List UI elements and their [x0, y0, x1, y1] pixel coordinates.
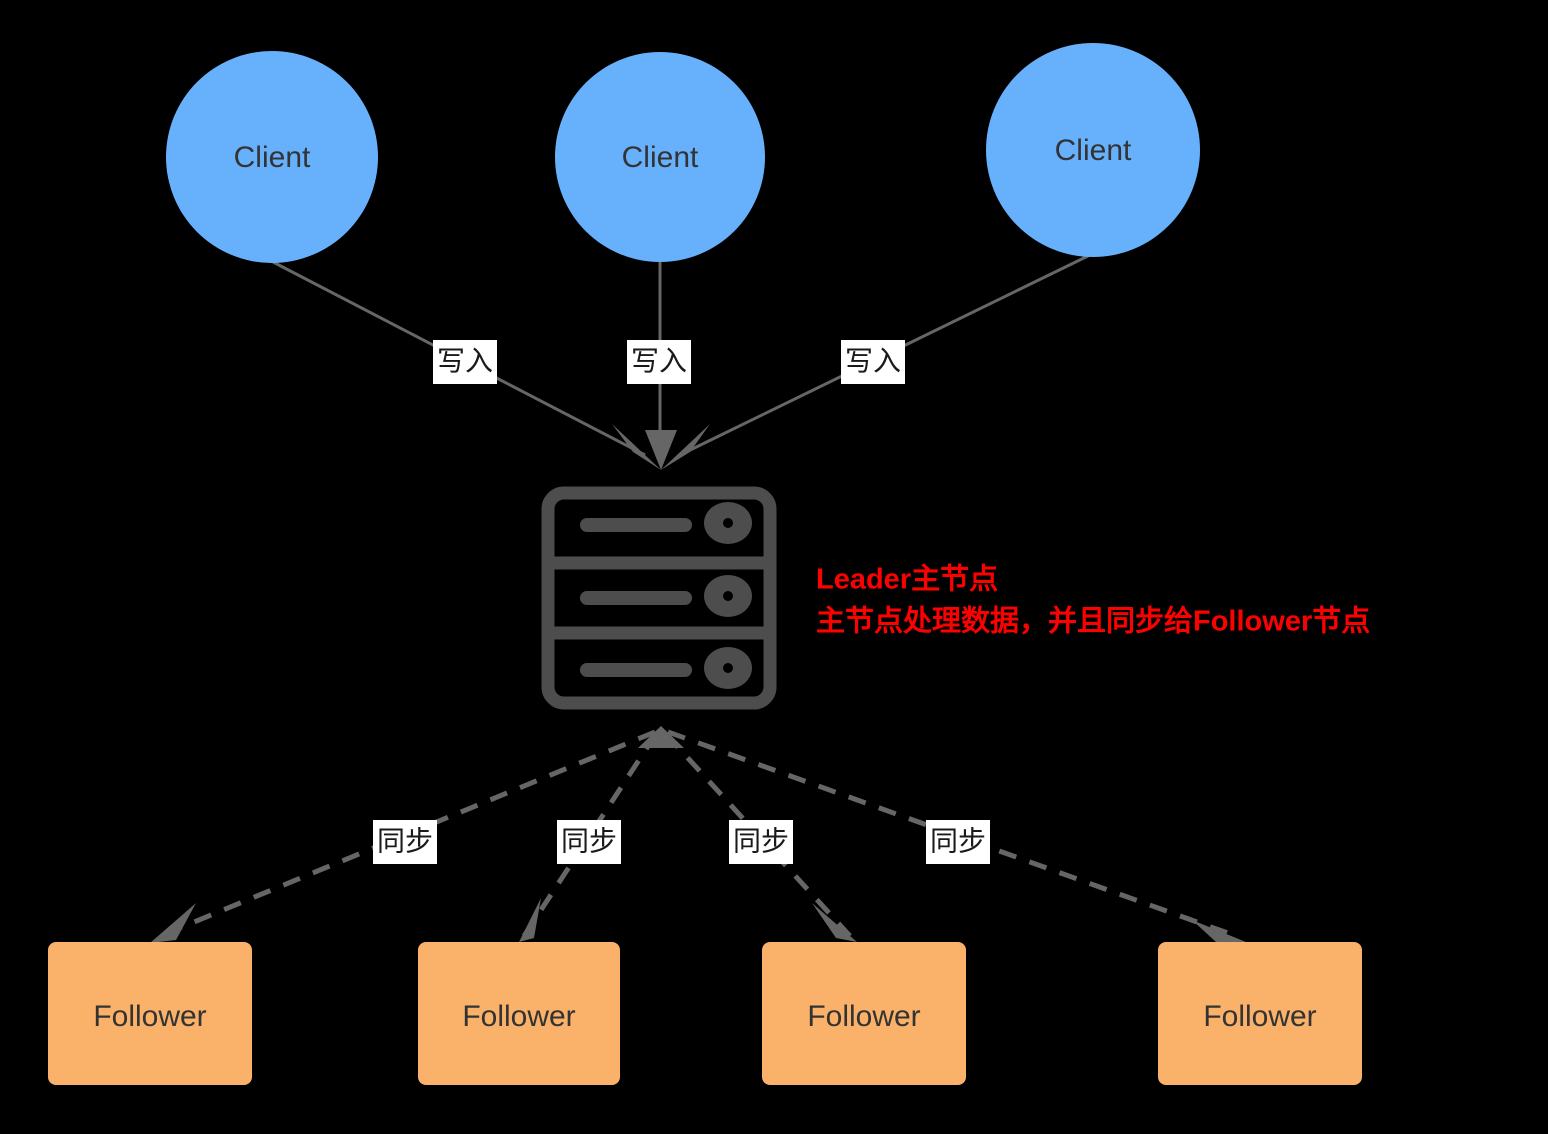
client-circle-0[interactable]: [166, 51, 378, 263]
sync-edge-label-1: 同步: [557, 820, 621, 864]
client-label-1: Client: [622, 141, 699, 174]
client-label-0: Client: [234, 141, 311, 174]
write-edge-labels-group: 写入 写入 写入: [433, 340, 905, 384]
follower-label-1: Follower: [462, 1000, 575, 1033]
annotation-line-1: Leader主节点: [816, 563, 998, 596]
sync-edge-line-1: [521, 732, 659, 938]
client-node-2[interactable]: Client: [986, 43, 1200, 257]
follower-box-3[interactable]: [1158, 942, 1362, 1085]
write-label-bg-2: [841, 340, 905, 384]
write-label-bg-1: [627, 340, 691, 384]
write-label-text-2: 写入: [845, 345, 901, 376]
sync-label-text-2: 同步: [733, 825, 789, 856]
follower-label-0: Follower: [93, 1000, 206, 1033]
follower-label-2: Follower: [807, 1000, 920, 1033]
client-circle-1[interactable]: [555, 52, 765, 262]
sync-label-text-3: 同步: [930, 825, 986, 856]
follower-box-2[interactable]: [762, 942, 966, 1085]
write-edge-label-2: 写入: [841, 340, 905, 384]
write-arrowhead-right: [661, 424, 710, 470]
server-led-hole-row-2: [723, 591, 733, 601]
followers-group: Follower Follower Follower Follower: [48, 942, 1362, 1085]
sync-label-text-0: 同步: [377, 825, 433, 856]
sync-origin-arrowhead: [638, 726, 684, 748]
follower-box-0[interactable]: [48, 942, 252, 1085]
client-node-1[interactable]: Client: [555, 52, 765, 262]
sync-label-bg-0: [373, 820, 437, 864]
client-node-0[interactable]: Client: [166, 51, 378, 263]
server-outer-frame: [541, 486, 777, 710]
sync-arrowhead-3: [1192, 920, 1246, 942]
sync-edge-label-3: 同步: [926, 820, 990, 864]
sync-edge-labels-group: 同步 同步 同步 同步: [373, 820, 990, 864]
write-arrowhead-center: [645, 430, 677, 470]
follower-node-2[interactable]: Follower: [762, 942, 966, 1085]
sync-label-bg-1: [557, 820, 621, 864]
follower-label-3: Follower: [1203, 1000, 1316, 1033]
leader-annotation: Leader主节点 主节点处理数据，并且同步给Follower节点: [816, 563, 1370, 638]
follower-node-1[interactable]: Follower: [418, 942, 620, 1085]
sync-label-text-1: 同步: [561, 825, 617, 856]
client-circle-2[interactable]: [986, 43, 1200, 257]
sync-label-bg-2: [729, 820, 793, 864]
client-label-2: Client: [1055, 134, 1132, 167]
follower-node-3[interactable]: Follower: [1158, 942, 1362, 1085]
follower-box-1[interactable]: [418, 942, 620, 1085]
write-label-text-1: 写入: [631, 345, 687, 376]
sync-arrowhead-0: [150, 903, 196, 943]
annotation-line-2: 主节点处理数据，并且同步给Follower节点: [816, 605, 1370, 638]
write-edge-label-1: 写入: [627, 340, 691, 384]
write-arrowhead-left: [612, 424, 661, 470]
server-bar-row-2: [580, 591, 692, 605]
server-bar-row-3: [580, 663, 692, 677]
leader-server-icon[interactable]: [541, 486, 777, 710]
sync-edges-group: [150, 726, 1246, 943]
sync-edge-label-0: 同步: [373, 820, 437, 864]
sync-arrowhead-2: [812, 903, 857, 942]
server-led-hole-row-1: [723, 518, 733, 528]
server-led-hole-row-3: [723, 663, 733, 673]
write-label-text-0: 写入: [437, 345, 493, 376]
write-label-bg-0: [433, 340, 497, 384]
sync-edge-label-2: 同步: [729, 820, 793, 864]
write-edge-label-0: 写入: [433, 340, 497, 384]
follower-node-0[interactable]: Follower: [48, 942, 252, 1085]
sync-arrowhead-1: [519, 898, 541, 942]
clients-group: Client Client Client: [166, 43, 1200, 263]
sync-label-bg-3: [926, 820, 990, 864]
server-bar-row-1: [580, 518, 692, 532]
